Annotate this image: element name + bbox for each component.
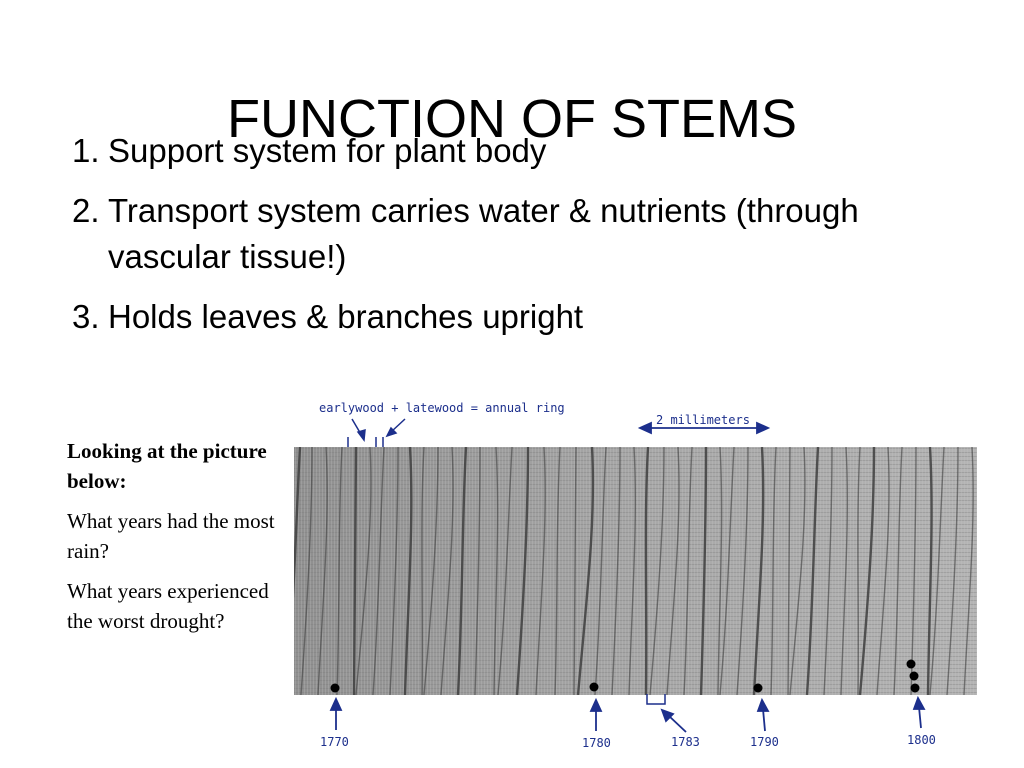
marker-dot-1780 (589, 682, 599, 692)
ring-line (910, 447, 917, 695)
ring-line (805, 447, 820, 695)
year-arrows (329, 695, 926, 733)
ring-line (683, 447, 693, 695)
ring-line (628, 447, 637, 695)
ring-line (515, 447, 530, 695)
ring-line (576, 447, 595, 695)
ring-line (573, 447, 577, 695)
question-drought: What years experienced the worst drought… (67, 579, 269, 633)
question-rain: What years had the most rain? (67, 509, 275, 563)
list-item-number: 2. (72, 192, 100, 229)
ring-line (789, 447, 806, 695)
ring-line (717, 447, 723, 695)
ring-line (300, 447, 313, 695)
ring-line (294, 447, 302, 599)
marker-dot-1800-c (910, 683, 920, 693)
ring-line (752, 447, 765, 695)
ring-line (644, 447, 650, 695)
list-item: 3. Holds leaves & branches upright (72, 294, 892, 340)
ring-line (858, 447, 876, 695)
ring-line (649, 447, 665, 695)
year-markers (330, 659, 920, 693)
ring-line (355, 447, 372, 695)
ring-line (474, 447, 481, 695)
ring-line (770, 447, 777, 695)
list-item: 2. Transport system carries water & nutr… (72, 188, 892, 280)
marker-dot-1770 (330, 683, 340, 693)
ring-line (352, 447, 358, 695)
ring-line (372, 447, 385, 695)
ring-line (823, 447, 833, 695)
ring-line (493, 447, 499, 695)
ring-line (666, 447, 680, 695)
year-label-1783: 1783 (671, 735, 700, 749)
ring-line (787, 447, 791, 695)
ring-line (535, 447, 546, 695)
ring-line (736, 447, 749, 695)
ring-line (857, 447, 861, 695)
wood-cross-section-image (294, 447, 977, 695)
ring-line (389, 447, 399, 695)
ring-line (440, 447, 454, 695)
ring-line (699, 447, 708, 695)
question-lead: Looking at the picture below: (67, 439, 267, 493)
ring-pointer-arrows (347, 418, 406, 447)
list-item-text: Support system for plant body (108, 132, 547, 169)
marker-dot-1800-a (906, 659, 916, 669)
ring-line (403, 447, 413, 695)
question-panel: Looking at the picture below: What years… (67, 436, 279, 646)
year-label-1790: 1790 (750, 735, 779, 749)
ring-line (336, 447, 343, 695)
ring-line (423, 447, 439, 695)
list-item-text: Transport system carries water & nutrien… (108, 192, 859, 275)
ring-line (554, 447, 561, 695)
ring-line (840, 447, 849, 695)
bracket-1783 (646, 694, 666, 705)
marker-dot-1790 (753, 683, 763, 693)
ring-definition-label: earlywood + latewood = annual ring (319, 401, 565, 415)
marker-dot-1800-b (909, 671, 919, 681)
ring-line (893, 447, 903, 695)
scale-bar (637, 421, 771, 435)
ring-line (929, 447, 945, 695)
ring-line (594, 447, 607, 695)
year-label-1800: 1800 (907, 733, 936, 747)
ring-line (876, 447, 890, 695)
list-item-text: Holds leaves & branches upright (108, 298, 584, 335)
ring-line (456, 447, 468, 695)
ring-line (926, 447, 933, 695)
scale-label: 2 millimeters (656, 413, 750, 427)
ring-line (497, 447, 513, 695)
slide-title: FUNCTION OF STEMS (227, 89, 797, 149)
year-label-1780: 1780 (582, 736, 611, 750)
list-item-number: 3. (72, 298, 100, 335)
list-item: 1. Support system for plant body (72, 128, 892, 174)
list-item-number: 1. (72, 132, 100, 169)
ring-line (317, 447, 328, 695)
ring-line (719, 447, 735, 695)
ring-line (946, 447, 959, 695)
annual-ring-lines (294, 447, 974, 695)
ring-line (421, 447, 425, 695)
function-list: 1. Support system for plant body 2. Tran… (72, 128, 892, 340)
ring-line (611, 447, 621, 695)
year-label-1770: 1770 (320, 735, 349, 749)
ring-line (963, 447, 974, 695)
